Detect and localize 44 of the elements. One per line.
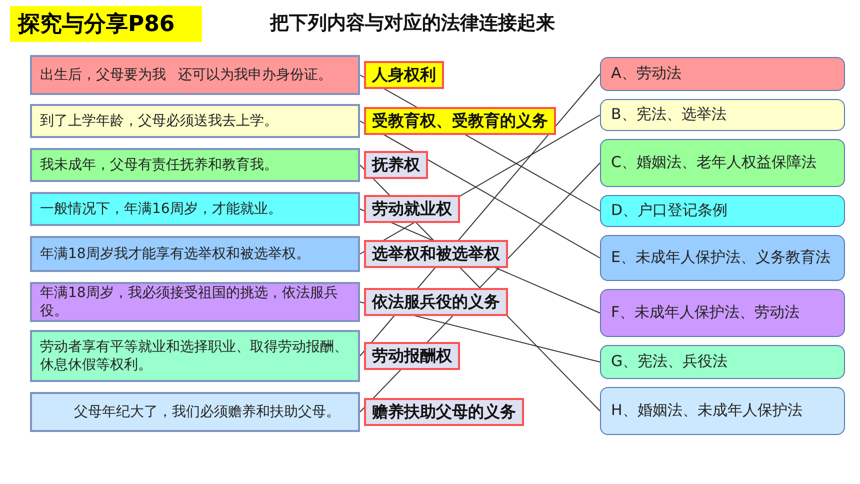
statement-text: 还可以为我申办身份证。 xyxy=(178,66,332,84)
law-option-text: G、宪法、兵役法 xyxy=(611,352,728,372)
answer-tag: 受教育权、受教育的义务 xyxy=(364,107,556,135)
answer-tag: 依法服兵役的义务 xyxy=(364,288,508,316)
law-option-box xyxy=(600,387,845,435)
law-option-text: C、婚姻法、老年人权益保障法 xyxy=(611,153,816,173)
answer-tag: 赡养扶助父母的义务 xyxy=(364,398,524,426)
statement-box xyxy=(30,392,360,432)
statement-text: 劳动者享有平等就业和选择职业、取得劳动报酬、休息休假等权利。 xyxy=(40,338,349,374)
statement-text: 一般情况下，年满16周岁，才能就业。 xyxy=(40,200,282,218)
law-option-text: F、未成年人保护法、劳动法 xyxy=(611,303,800,323)
law-option-box xyxy=(600,289,845,337)
statement-box xyxy=(30,282,360,322)
law-option-box xyxy=(600,99,845,131)
title: 把下列内容与对应的法律连接起来 xyxy=(270,11,555,36)
law-option-text: E、未成年人保护法、义务教育法 xyxy=(611,248,830,268)
statement-text: 我未成年，父母有责任抚养和教育我。 xyxy=(40,156,278,174)
statement-box xyxy=(30,236,360,272)
statement-box xyxy=(30,55,360,95)
statement-text: 年满18周岁我才能享有选举权和被选举权。 xyxy=(40,244,310,264)
law-option-box xyxy=(600,235,845,281)
statement-text: 出生后，父母要为我 xyxy=(40,66,166,84)
law-option-text: B、宪法、选举法 xyxy=(611,105,726,125)
law-option-box xyxy=(600,57,845,91)
statement-box xyxy=(30,192,360,226)
answer-tag: 劳动报酬权 xyxy=(364,342,460,370)
law-option-box xyxy=(600,345,845,379)
law-option-text: H、婚姻法、未成年人保护法 xyxy=(611,401,802,421)
answer-tag: 人身权利 xyxy=(364,61,444,89)
law-option-text: A、劳动法 xyxy=(611,64,682,84)
statement-text: 父母年纪大了，我们必须赡养和扶助父母。 xyxy=(73,402,340,422)
law-option-text: D、户口登记条例 xyxy=(611,201,728,221)
answer-tag: 劳动就业权 xyxy=(364,195,460,223)
badge-text: 探究与分享P86 xyxy=(18,11,175,39)
law-option-box xyxy=(600,195,845,227)
answer-tag: 抚养权 xyxy=(364,151,428,179)
statement-text: 年满18周岁，我必须接受祖国的挑选，依法服兵役。 xyxy=(40,284,339,320)
statement-box xyxy=(30,330,360,382)
answer-tag: 选举权和被选举权 xyxy=(364,240,508,268)
statement-box xyxy=(30,148,360,182)
statement-box xyxy=(30,104,360,138)
section-badge xyxy=(10,6,202,42)
statement-text: 到了上学年龄，父母必须送我去上学。 xyxy=(40,112,278,130)
law-option-box xyxy=(600,139,845,187)
